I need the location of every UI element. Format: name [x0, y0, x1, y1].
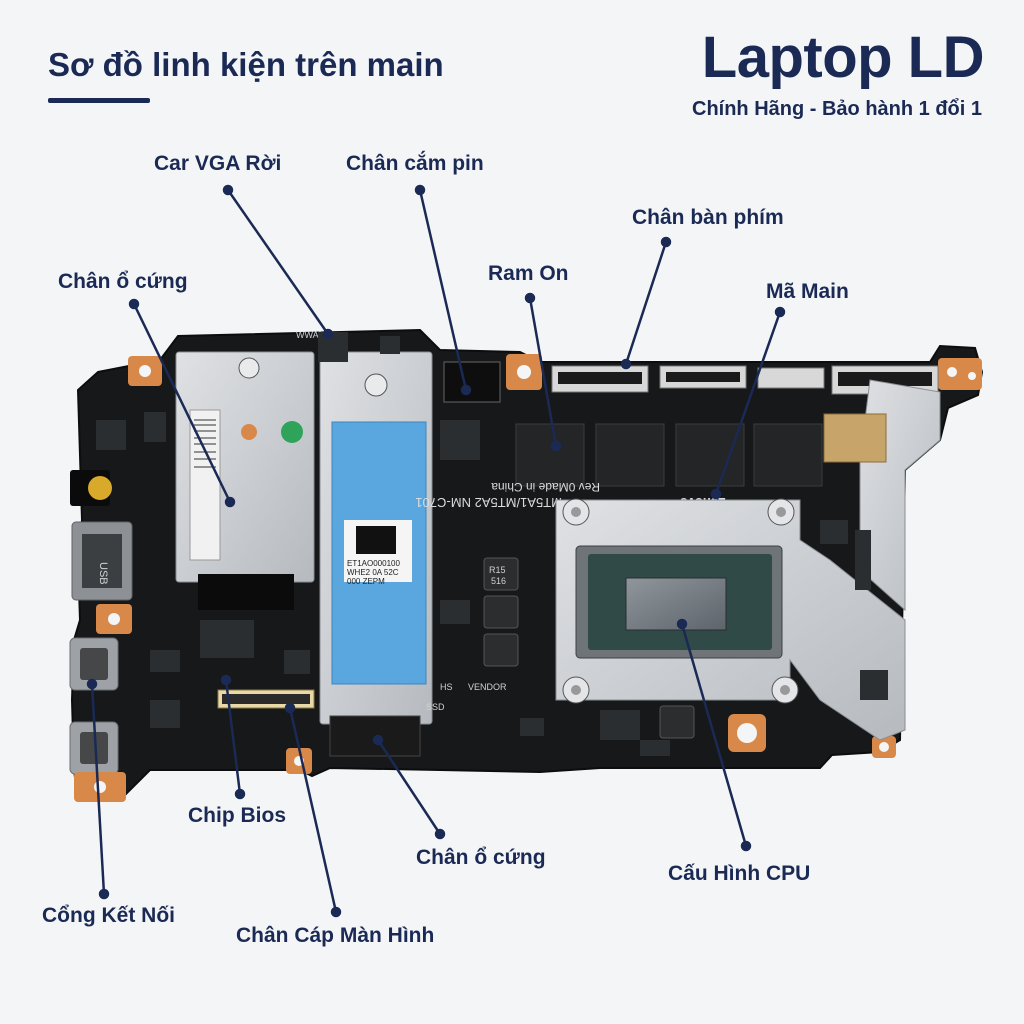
vendor-text: VENDOR [468, 682, 507, 692]
callout-chan-ban-phim: Chân bàn phím [632, 206, 784, 229]
gold-chip [823, 413, 887, 463]
callout-chan-cam-pin: Chân cắm pin [346, 152, 484, 175]
callout-cong-ket-noi: Cổng Kết Nối [42, 904, 175, 927]
callout-chan-o-cung-top: Chân ổ cứng [58, 270, 188, 293]
ram-chips [515, 423, 823, 487]
cpu-die [625, 577, 727, 631]
callout-chan-o-cung-bottom: Chân ổ cứng [416, 846, 546, 869]
callout-car-vga: Car VGA Rời [154, 152, 282, 175]
title-underline [48, 98, 150, 103]
model-text: MT5A1/MT5A2 NM-C701 [415, 495, 562, 510]
ssd-label-3: 000 ZEPM [347, 577, 385, 586]
revision-text: Rev 0Made in China [491, 480, 600, 494]
battery-connector [443, 361, 501, 403]
small-components [96, 332, 888, 756]
callout-ram-on: Ram On [488, 262, 569, 285]
page-title: Sơ đồ linh kiện trên main [48, 46, 444, 83]
callout-ma-main: Mã Main [766, 280, 849, 303]
brand-logo-text: Laptop LD [701, 25, 985, 90]
inductor-text-1: R15 [489, 565, 506, 575]
callout-chip-bios: Chip Bios [188, 804, 286, 827]
brand-subtitle: Chính Hãng - Bảo hành 1 đổi 1 [692, 98, 982, 120]
callout-chan-cap-man-hinh: Chân Cáp Màn Hình [236, 924, 435, 947]
hs-text: HS [440, 682, 453, 692]
leader-lines [86, 184, 786, 918]
ssd-text: SSD [426, 702, 445, 712]
usb-text: USB [97, 562, 109, 585]
ssd-label-2: WHE2 0A 52C [347, 568, 399, 577]
inductors [483, 557, 695, 739]
wwan-text: WWAN [296, 330, 325, 340]
ssd-label-1: ET1AO000100 [347, 559, 400, 568]
callout-cau-hinh-cpu: Cấu Hình CPU [668, 862, 811, 885]
inductor-text-2: 516 [491, 576, 506, 586]
